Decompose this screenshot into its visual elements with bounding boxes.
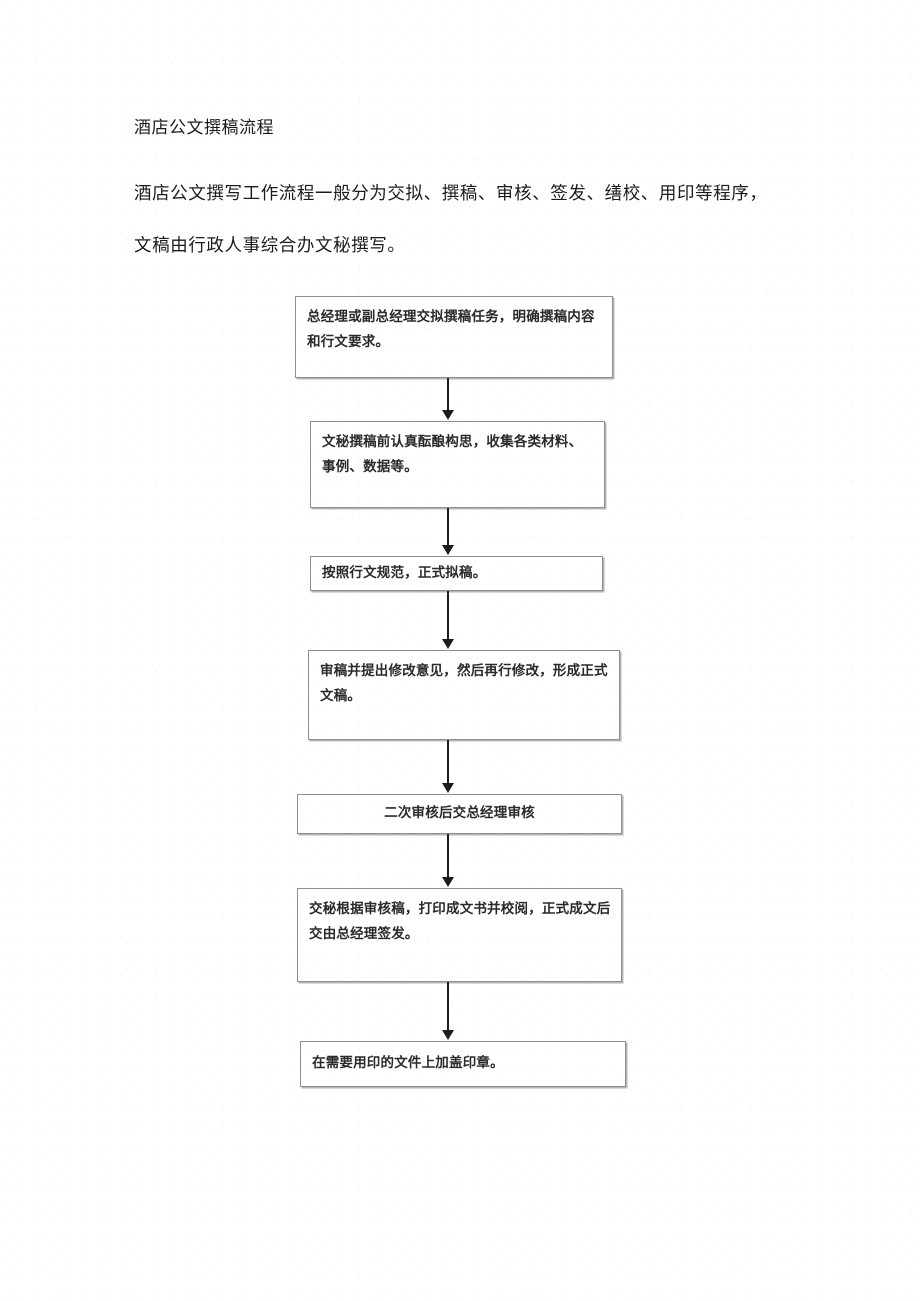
flow-node-label: 按照行文规范，正式拟稿。 <box>322 565 487 581</box>
flow-connector-3-4 <box>447 591 449 640</box>
flow-node-label: 文秘撰稿前认真酝酿构思，收集各类材料、事例、数据等。 <box>322 434 583 475</box>
flow-node-step-2: 文秘撰稿前认真酝酿构思，收集各类材料、事例、数据等。 <box>310 421 605 508</box>
flow-node-step-1: 总经理或副总经理交拟撰稿任务，明确撰稿内容和行文要求。 <box>295 296 613 378</box>
flow-node-step-4: 审稿并提出修改意见，然后再行修改，形成正式文稿。 <box>308 650 620 740</box>
flow-node-step-7: 在需要用印的文件上加盖印章。 <box>300 1041 626 1087</box>
intro-paragraph: 酒店公文撰写工作流程一般分为交拟、撰稿、审核、签发、缮校、用印等程序，文稿由行政… <box>134 184 768 256</box>
flow-node-step-3: 按照行文规范，正式拟稿。 <box>310 556 603 591</box>
flow-connector-2-3 <box>447 508 449 546</box>
flow-connector-4-5 <box>447 740 449 784</box>
flow-node-label: 交秘根据审核稿，打印成文书并校阅，正式成文后交由总经理签发。 <box>309 901 611 942</box>
flow-node-label: 二次审核后交总经理审核 <box>384 805 535 821</box>
flow-connector-1-2 <box>447 378 449 411</box>
flow-connector-5-6 <box>447 834 449 878</box>
flow-connector-6-7 <box>447 982 449 1031</box>
flow-node-label: 总经理或副总经理交拟撰稿任务，明确撰稿内容和行文要求。 <box>307 309 595 350</box>
flow-node-label: 在需要用印的文件上加盖印章。 <box>312 1055 504 1071</box>
flow-node-step-5: 二次审核后交总经理审核 <box>297 794 622 834</box>
page-title: 酒店公文撰稿流程 <box>134 118 274 138</box>
flow-node-label: 审稿并提出修改意见，然后再行修改，形成正式文稿。 <box>320 663 608 704</box>
flow-node-step-6: 交秘根据审核稿，打印成文书并校阅，正式成文后交由总经理签发。 <box>297 888 622 982</box>
